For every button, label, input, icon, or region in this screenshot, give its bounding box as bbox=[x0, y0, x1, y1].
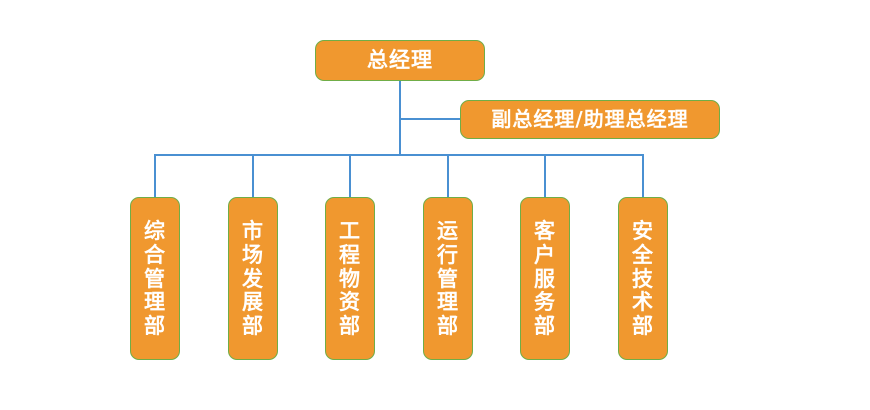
node-department-3-label: 工 程 物 资 部 bbox=[326, 219, 374, 339]
dept-3-char-4: 资 bbox=[339, 290, 361, 315]
dept-6-char-5: 部 bbox=[632, 314, 654, 339]
dept-5-char-4: 务 bbox=[534, 290, 556, 315]
dept-1-char-4: 理 bbox=[144, 290, 166, 315]
connector-drop-3 bbox=[349, 154, 351, 197]
dept-2-char-1: 市 bbox=[242, 219, 264, 244]
dept-3-char-3: 物 bbox=[339, 266, 361, 291]
dept-2-char-4: 展 bbox=[242, 290, 264, 315]
node-deputy-general-manager-label: 副总经理/助理总经理 bbox=[491, 107, 689, 132]
node-general-manager-label: 总经理 bbox=[367, 47, 433, 72]
dept-1-char-3: 管 bbox=[144, 266, 166, 291]
node-department-6[interactable]: 安 全 技 术 部 bbox=[618, 197, 668, 360]
dept-4-char-5: 部 bbox=[437, 314, 459, 339]
dept-2-char-3: 发 bbox=[242, 266, 264, 291]
node-deputy-general-manager[interactable]: 副总经理/助理总经理 bbox=[460, 100, 720, 139]
node-department-2[interactable]: 市 场 发 展 部 bbox=[228, 197, 278, 360]
connector-drop-2 bbox=[252, 154, 254, 197]
dept-3-char-1: 工 bbox=[339, 219, 361, 244]
dept-4-char-2: 行 bbox=[437, 242, 459, 267]
dept-5-char-1: 客 bbox=[534, 219, 556, 244]
connector-drop-6 bbox=[642, 154, 644, 197]
connector-drop-4 bbox=[447, 154, 449, 197]
dept-4-char-4: 理 bbox=[437, 290, 459, 315]
dept-3-char-5: 部 bbox=[339, 314, 361, 339]
dept-6-char-4: 术 bbox=[632, 290, 654, 315]
dept-6-char-2: 全 bbox=[632, 242, 654, 267]
node-department-5-label: 客 户 服 务 部 bbox=[521, 219, 569, 339]
dept-1-char-1: 综 bbox=[144, 219, 166, 244]
node-department-4[interactable]: 运 行 管 理 部 bbox=[423, 197, 473, 360]
connector-deputy-branch bbox=[399, 118, 460, 120]
dept-4-char-3: 管 bbox=[437, 266, 459, 291]
dept-6-char-3: 技 bbox=[632, 266, 654, 291]
dept-3-char-2: 程 bbox=[339, 242, 361, 267]
node-department-5[interactable]: 客 户 服 务 部 bbox=[520, 197, 570, 360]
dept-1-char-2: 合 bbox=[144, 242, 166, 267]
node-department-6-label: 安 全 技 术 部 bbox=[619, 219, 667, 339]
dept-6-char-1: 安 bbox=[632, 219, 654, 244]
dept-5-char-5: 部 bbox=[534, 314, 556, 339]
dept-4-char-1: 运 bbox=[437, 219, 459, 244]
dept-5-char-2: 户 bbox=[534, 242, 556, 267]
dept-5-char-3: 服 bbox=[534, 266, 556, 291]
node-department-1-label: 综 合 管 理 部 bbox=[131, 219, 179, 339]
node-department-1[interactable]: 综 合 管 理 部 bbox=[130, 197, 180, 360]
connector-drop-1 bbox=[154, 154, 156, 197]
dept-2-char-2: 场 bbox=[242, 242, 264, 267]
dept-2-char-5: 部 bbox=[242, 314, 264, 339]
dept-1-char-5: 部 bbox=[144, 314, 166, 339]
node-department-3[interactable]: 工 程 物 资 部 bbox=[325, 197, 375, 360]
node-general-manager[interactable]: 总经理 bbox=[315, 40, 485, 81]
node-department-2-label: 市 场 发 展 部 bbox=[229, 219, 277, 339]
node-department-4-label: 运 行 管 理 部 bbox=[424, 219, 472, 339]
connector-bus-horizontal bbox=[154, 154, 644, 156]
connector-drop-5 bbox=[544, 154, 546, 197]
